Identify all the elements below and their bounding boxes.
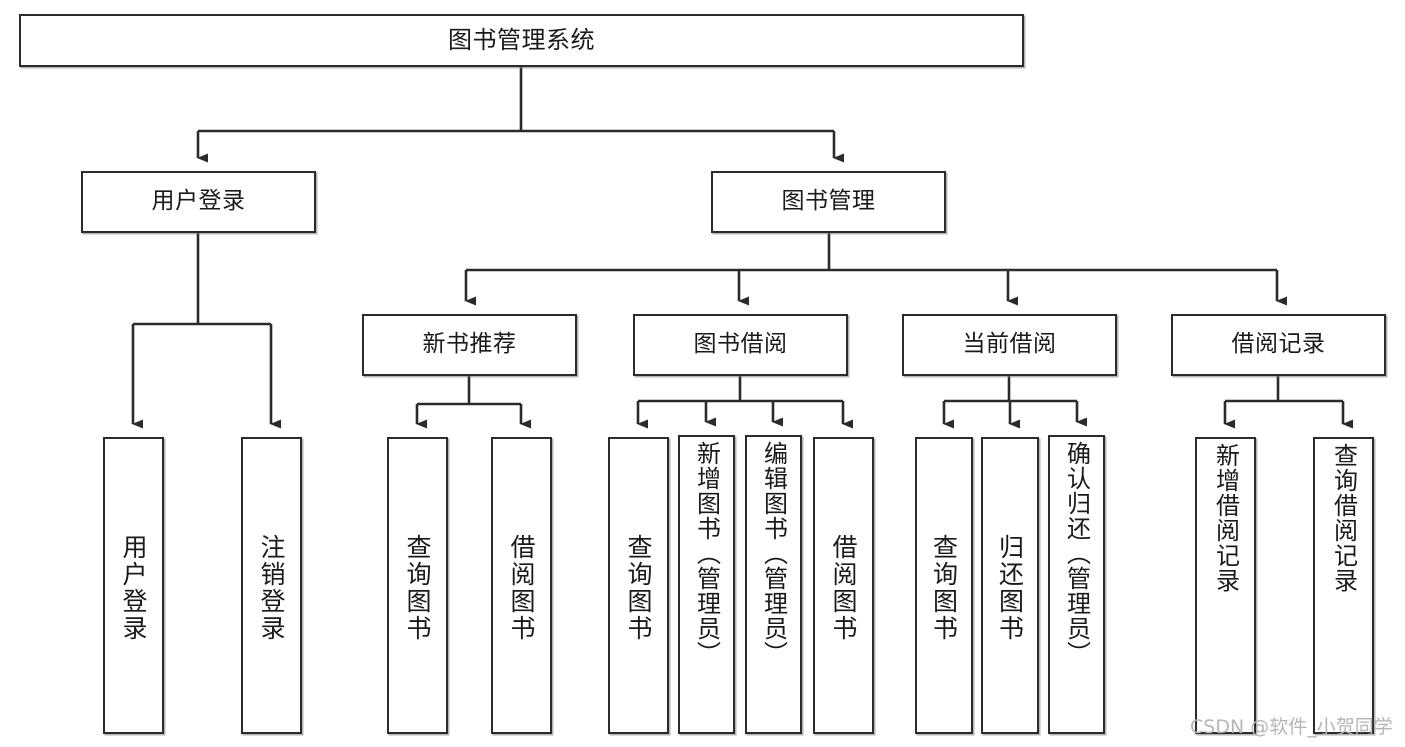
leaf-current-confirm-return-admin-label: 确认归还（管理员） <box>1062 441 1091 666</box>
leaf-record-add-record[interactable]: 新增借阅记录 <box>1195 437 1256 734</box>
leaf-borrow-borrow-book[interactable]: 借阅图书 <box>813 437 874 734</box>
leaf-user-logout-label: 注销登录 <box>257 533 286 642</box>
leaf-borrow-edit-book-admin[interactable]: 编辑图书（管理员） <box>745 435 802 734</box>
leaf-borrow-query-book-label: 查询图书 <box>624 533 653 642</box>
leaf-borrow-add-book-admin-label: 新增图书（管理员） <box>692 441 721 666</box>
leaf-record-query-record-label: 查询借阅记录 <box>1329 443 1358 593</box>
node-root[interactable]: 图书管理系统 <box>19 14 1024 67</box>
node-user-login-label: 用户登录 <box>151 188 246 215</box>
leaf-record-query-record[interactable]: 查询借阅记录 <box>1313 437 1374 734</box>
leaf-current-return-book[interactable]: 归还图书 <box>981 437 1039 734</box>
leaf-recommend-borrow-book-label: 借阅图书 <box>507 533 536 642</box>
node-borrow-record[interactable]: 借阅记录 <box>1171 314 1386 376</box>
leaf-user-login[interactable]: 用户登录 <box>103 437 164 734</box>
leaf-record-add-record-label: 新增借阅记录 <box>1211 443 1240 593</box>
csdn-watermark: CSDN @软件_小贺同学 <box>1190 716 1393 738</box>
leaf-current-return-book-label: 归还图书 <box>995 533 1025 642</box>
node-current-borrow[interactable]: 当前借阅 <box>902 314 1117 376</box>
node-new-book-recommend[interactable]: 新书推荐 <box>362 314 577 376</box>
leaf-current-query-book-label: 查询图书 <box>929 533 959 642</box>
node-root-label: 图书管理系统 <box>448 26 595 55</box>
leaf-current-query-book[interactable]: 查询图书 <box>915 437 973 734</box>
node-book-borrow[interactable]: 图书借阅 <box>633 314 848 376</box>
node-borrow-record-label: 借阅记录 <box>1231 331 1326 358</box>
leaf-borrow-borrow-book-label: 借阅图书 <box>829 533 858 642</box>
leaf-recommend-query-book[interactable]: 查询图书 <box>387 437 448 734</box>
node-new-book-recommend-label: 新书推荐 <box>422 331 517 358</box>
leaf-user-logout[interactable]: 注销登录 <box>241 437 302 734</box>
leaf-recommend-borrow-book[interactable]: 借阅图书 <box>491 437 552 734</box>
node-user-login[interactable]: 用户登录 <box>81 171 316 233</box>
leaf-user-login-label: 用户登录 <box>119 533 148 642</box>
node-book-management-label: 图书管理 <box>781 188 876 215</box>
node-book-management[interactable]: 图书管理 <box>711 171 946 233</box>
leaf-borrow-edit-book-admin-label: 编辑图书（管理员） <box>759 441 788 666</box>
node-current-borrow-label: 当前借阅 <box>962 331 1057 358</box>
node-book-borrow-label: 图书借阅 <box>693 331 788 358</box>
leaf-current-confirm-return-admin[interactable]: 确认归还（管理员） <box>1048 435 1105 734</box>
leaf-recommend-query-book-label: 查询图书 <box>403 533 432 642</box>
leaf-borrow-add-book-admin[interactable]: 新增图书（管理员） <box>678 435 735 734</box>
leaf-borrow-query-book[interactable]: 查询图书 <box>608 437 669 734</box>
